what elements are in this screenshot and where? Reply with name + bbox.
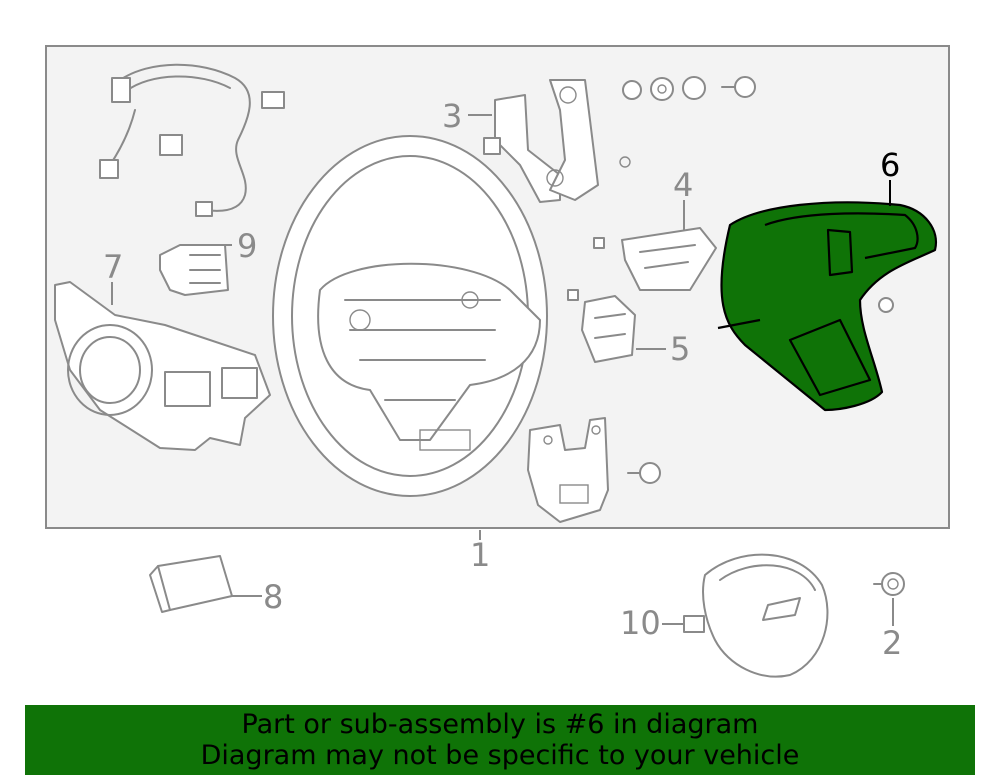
callout-1: 1 [470,536,490,574]
callout-9: 9 [237,227,257,265]
leader-lines [111,114,894,626]
part-4-switch[interactable] [593,227,717,291]
part-8-cap[interactable] [149,555,233,613]
callout-5: 5 [670,330,690,368]
callout-7: 7 [103,248,123,286]
banner-line-1: Part or sub-assembly is #6 in diagram [241,709,759,740]
callout-8: 8 [263,578,283,616]
screw-bottom[interactable] [627,462,661,484]
callout-6: 6 [880,146,900,184]
callout-2: 2 [882,624,902,662]
wiring-harness[interactable] [99,63,285,217]
steering-wheel[interactable] [272,135,548,497]
part-6-bezel[interactable] [717,201,938,412]
circuit-board[interactable] [527,417,609,523]
part-10-airbag[interactable] [683,553,829,678]
callout-3: 3 [442,97,462,135]
parts-diagram: 1 2 3 4 5 6 7 8 9 10 [45,45,950,678]
part-7-cover[interactable] [54,281,271,451]
part-3-bracket[interactable] [483,79,631,203]
banner-line-2: Diagram may not be specific to your vehi… [200,740,800,771]
part-9-clip[interactable] [159,244,229,296]
callout-10: 10 [620,604,661,642]
part-2-bolt[interactable] [873,572,905,596]
hardware-set[interactable] [622,76,756,101]
part-5-switch[interactable] [567,289,636,363]
part-6-screw[interactable] [878,297,894,313]
info-banner: Part or sub-assembly is #6 in diagram Di… [25,705,975,775]
callout-4: 4 [673,166,693,204]
